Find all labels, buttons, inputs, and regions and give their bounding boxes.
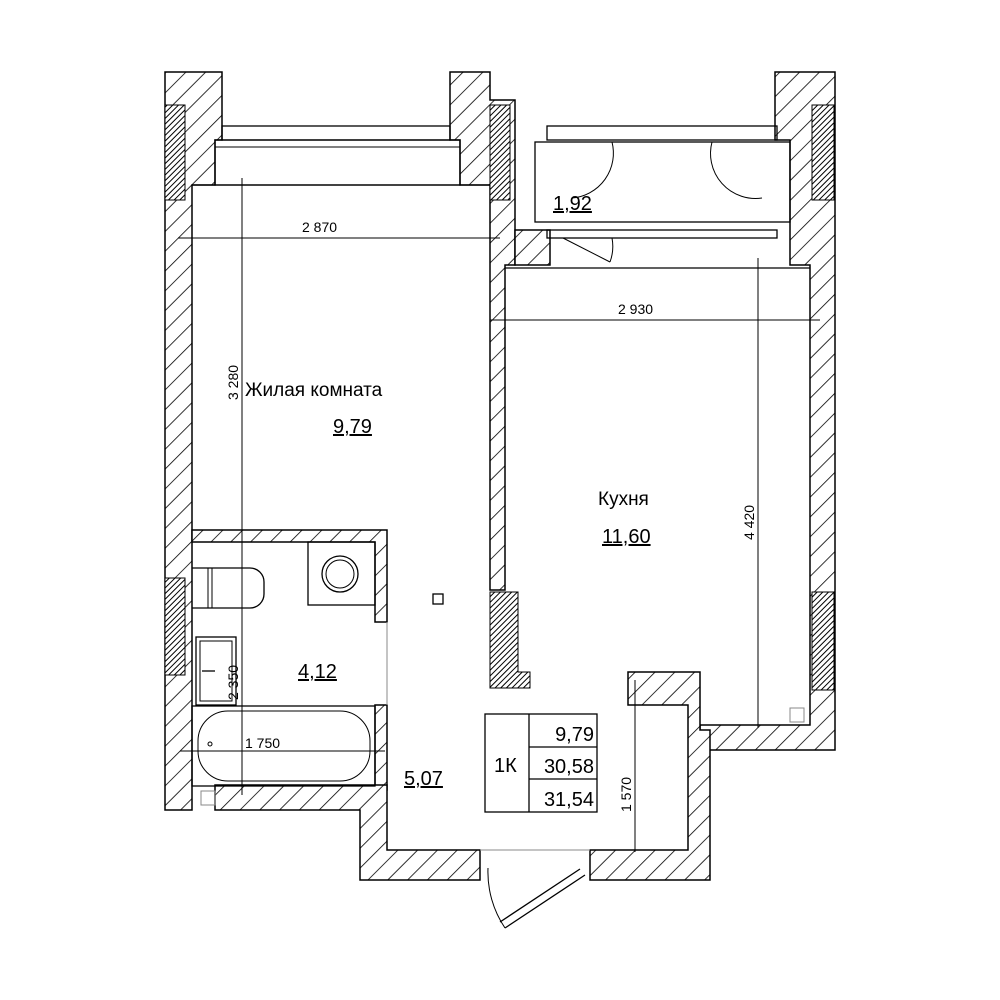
dimension-lines <box>178 178 820 852</box>
ventilation-icon <box>200 790 216 806</box>
washing-machine-icon <box>307 541 376 606</box>
right-outer-wall <box>699 71 836 751</box>
living-window <box>214 125 461 186</box>
dimension-bath-length: 2 350 <box>225 665 241 700</box>
entrance-door <box>480 849 590 929</box>
bottom-right-wall <box>589 671 711 881</box>
middle-column <box>489 104 511 201</box>
left-wall-column-bottom <box>164 577 186 676</box>
room-area-kitchen: 11,60 <box>602 526 651 548</box>
dimension-living-length: 3 280 <box>225 365 241 400</box>
dimension-hall-length: 1 570 <box>618 777 634 812</box>
room-area-balcony: 1,92 <box>553 193 592 215</box>
area-summary-table <box>484 713 598 813</box>
dimension-kitchen-width: 2 930 <box>618 301 653 317</box>
summary-total-area: 30,58 <box>544 756 594 778</box>
sink-icon <box>195 636 237 706</box>
balcony <box>534 125 791 263</box>
summary-total-with-balcony: 31,54 <box>544 789 594 811</box>
ventilation-icon-kitchen <box>789 707 805 723</box>
kitchen-column <box>489 591 531 689</box>
balcony-side-wall <box>514 229 551 266</box>
room-name-living: Жилая комната <box>245 380 383 401</box>
dimension-kitchen-length: 4 420 <box>741 505 757 540</box>
bathroom-right-wall <box>374 704 388 791</box>
bathroom-top-wall <box>191 529 388 623</box>
toilet-icon <box>192 567 265 609</box>
right-column-bottom <box>811 591 835 691</box>
apartment-type: 1К <box>494 755 517 777</box>
room-area-living: 9,79 <box>333 416 372 438</box>
dimension-bath-width: 1 750 <box>245 735 280 751</box>
dimension-living-width: 2 870 <box>302 219 337 235</box>
room-name-kitchen: Кухня <box>598 489 649 510</box>
left-wall-column-top <box>164 104 186 201</box>
right-column-top <box>811 104 835 201</box>
walls <box>164 71 836 881</box>
riser-icon <box>432 593 444 605</box>
bathtub-icon <box>191 705 376 787</box>
summary-living-area: 9,79 <box>555 724 594 746</box>
room-area-bathroom: 4,12 <box>298 661 337 683</box>
room-area-hall: 5,07 <box>404 768 443 790</box>
bottom-left-wall <box>214 784 481 881</box>
